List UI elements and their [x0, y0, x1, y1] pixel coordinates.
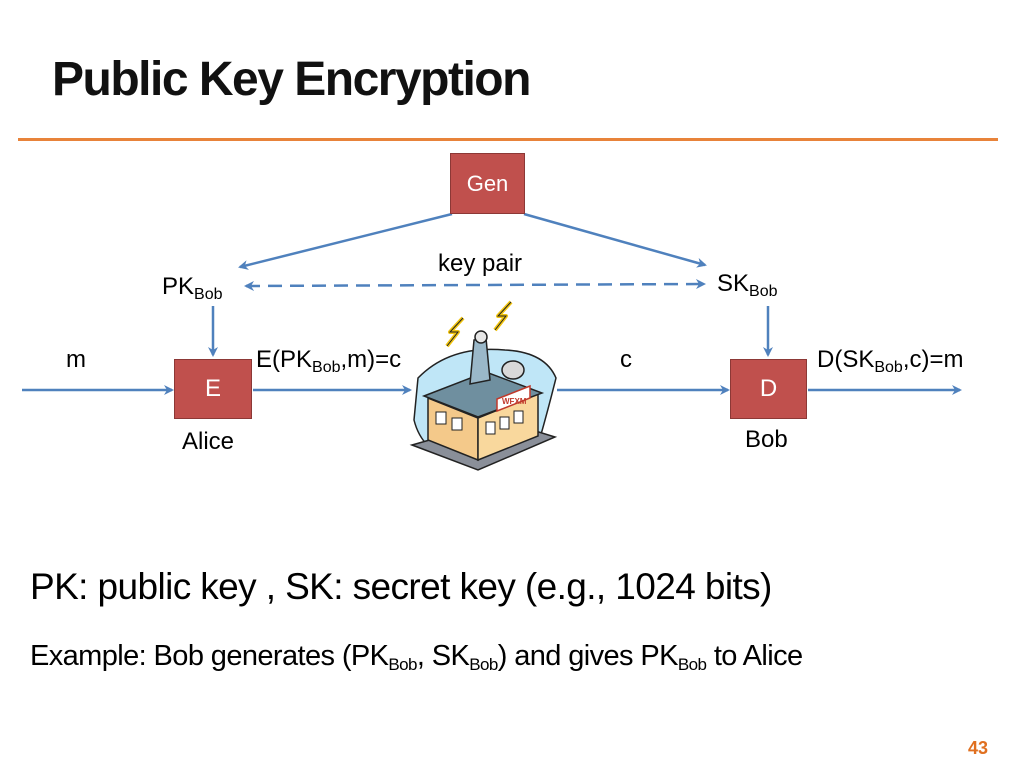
- example-text: Example: Bob generates (PKBob, SKBob) an…: [30, 640, 803, 674]
- pk-bob-label: PKBob: [162, 273, 223, 303]
- alice-label: Alice: [182, 428, 235, 455]
- gen-box: Gen: [450, 153, 525, 214]
- key-pair-dashed-arrow: [244, 279, 706, 291]
- title-divider: [18, 138, 998, 141]
- sk-bob-label: SKBob: [717, 270, 778, 300]
- page-number: 43: [968, 738, 989, 758]
- encrypt-box: E: [174, 359, 252, 419]
- bob-label: Bob: [745, 426, 788, 453]
- decrypt-box: D: [730, 359, 807, 419]
- gen-box-label: Gen: [466, 170, 509, 196]
- decrypt-box-label: D: [759, 375, 778, 402]
- encrypt-box-label: E: [204, 375, 221, 402]
- encrypt-formula-label: E(PKBob,m)=c: [256, 346, 402, 376]
- gen-to-sk-arrow: [523, 212, 707, 268]
- ciphertext-label: c: [620, 346, 632, 373]
- radio-station-building-icon: WFXM: [409, 300, 558, 471]
- station-sign: WFXM: [502, 397, 527, 406]
- gen-to-pk-arrow: [238, 212, 453, 270]
- key-definitions-caption: PK: public key , SK: secret key (e.g., 1…: [30, 566, 772, 607]
- key-pair-label: key pair: [438, 250, 523, 277]
- slide-title: Public Key Encryption: [52, 53, 531, 106]
- message-label: m: [66, 346, 86, 373]
- decrypt-formula-label: D(SKBob,c)=m: [817, 346, 964, 376]
